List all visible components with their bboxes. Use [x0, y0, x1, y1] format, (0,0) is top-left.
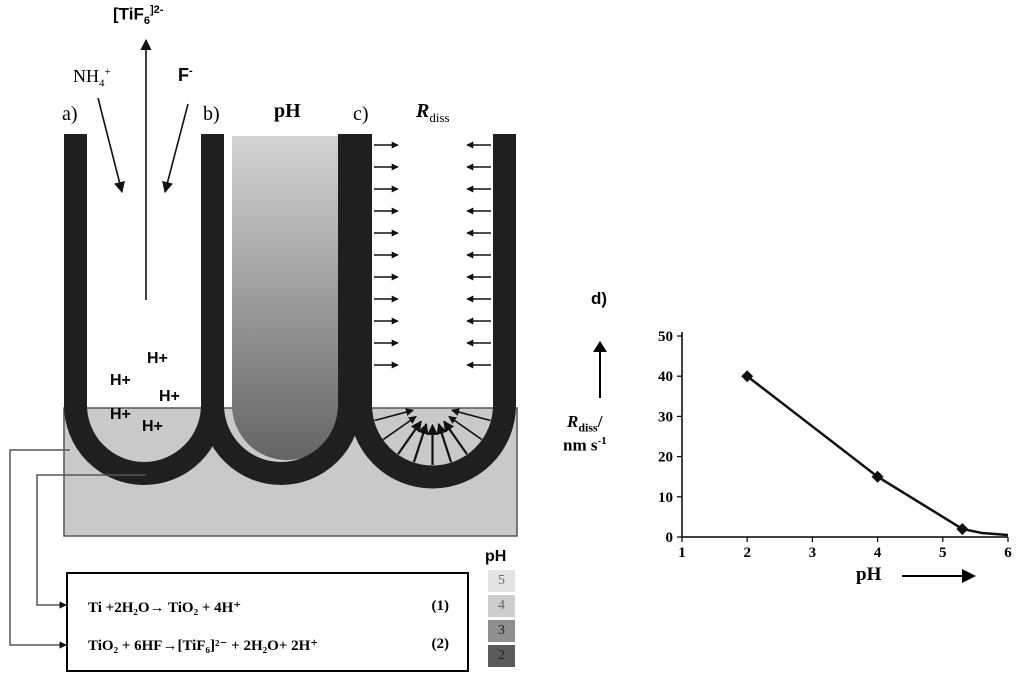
chart-panel-label: d)	[591, 289, 608, 308]
tube-walls	[64, 134, 516, 489]
tube-a-arrows	[97, 38, 189, 300]
equation-2: TiO₂ + 6HF→[TiF₆]²⁻ + 2H₂O+ 2H⁺	[88, 638, 319, 654]
ph-legend-cell-3: 3	[488, 620, 515, 642]
panel-b-label: b)	[203, 103, 220, 125]
equation-connectors	[9, 449, 146, 649]
ph-gradient-fill	[232, 136, 342, 460]
rdiss-arrows	[374, 141, 491, 465]
ph-label-top: pH	[274, 100, 301, 122]
chart-xlabel: pH	[856, 564, 882, 585]
h-plus-3: H+	[159, 388, 180, 405]
xlabel-right-arrow	[902, 569, 976, 583]
h-plus-5: H+	[142, 418, 163, 435]
ylabel-up-arrow	[593, 341, 607, 398]
rdiss-arrow-29	[448, 415, 483, 441]
f-in-arrow	[162, 103, 189, 194]
rdiss-arrow-27	[436, 422, 453, 463]
ph-legend-cell-5: 5	[488, 570, 515, 592]
panel-c-label: c)	[353, 103, 369, 125]
ph-legend-cell-2: 2	[488, 645, 515, 667]
connector-eq2	[9, 449, 70, 649]
chart-ylabel: Rdiss/	[567, 412, 603, 435]
tube-b-wall	[201, 134, 361, 485]
tif6-label: [TiF6]2-	[113, 4, 164, 28]
equation-2-number: (2)	[431, 636, 450, 652]
rdiss-arrow-25	[412, 422, 429, 463]
nh4-in-arrow	[97, 97, 125, 194]
h-plus-1: H+	[147, 350, 168, 367]
tube-c-wall	[349, 134, 516, 489]
nh4-label: NH4+	[73, 66, 111, 90]
equation-1: Ti +2H₂O→ TiO₂ + 4H⁺	[88, 600, 242, 616]
rdiss-arrow-23	[382, 415, 417, 441]
h-plus-4: H+	[110, 406, 131, 423]
panel-a-label: a)	[62, 103, 78, 125]
chart-ylabel-unit: nm s-1	[563, 435, 607, 455]
ph-legend-cell-4: 4	[488, 595, 515, 617]
h-plus-2: H+	[110, 372, 131, 389]
rdiss-label-top: Rdiss	[416, 100, 450, 125]
equation-1-number: (1)	[431, 598, 450, 614]
fluoride-label: F-	[178, 65, 193, 85]
rdiss-arrow-24	[397, 420, 422, 455]
connector-eq1	[36, 474, 146, 609]
rdiss-arrow-22	[374, 408, 414, 422]
equations-box: Ti +2H₂O→ TiO₂ + 4H⁺ (1) TiO₂ + 6HF→[TiF…	[66, 572, 469, 672]
rdiss-arrow-28	[443, 420, 468, 455]
rdiss-arrow-30	[451, 408, 491, 422]
ph-legend-title: pH	[485, 548, 507, 565]
